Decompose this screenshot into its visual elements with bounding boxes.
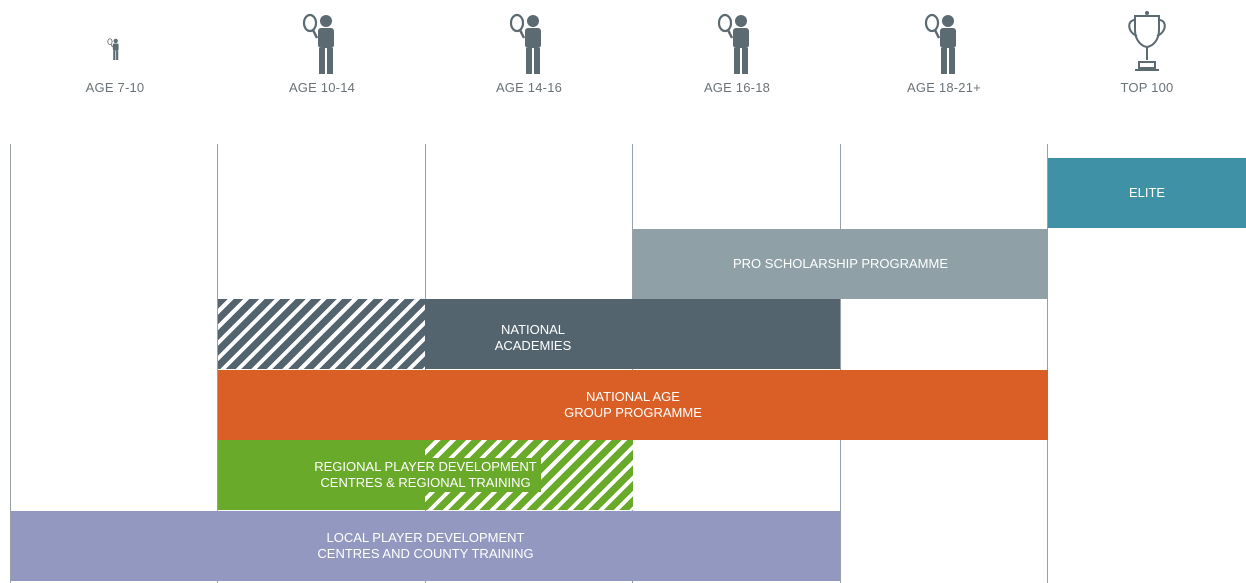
player-icon	[107, 38, 119, 60]
column-label: AGE 10-14	[288, 80, 356, 95]
elite-bar: ELITE	[1048, 158, 1246, 228]
player-icon	[302, 13, 334, 74]
column-age-18-21: AGE 18-21+	[840, 10, 1048, 95]
column-age-14-16: AGE 14-16	[425, 10, 633, 95]
national-academies-label: NATIONAL ACADEMIES	[494, 322, 572, 353]
grid-line	[840, 144, 841, 583]
regional-label: REGIONAL PLAYER DEVELOPMENT CENTRES & RE…	[310, 458, 541, 492]
column-age-10-14: AGE 10-14	[218, 10, 426, 95]
column-age-7-10: AGE 7-10	[11, 10, 219, 95]
grid-line	[217, 144, 218, 583]
pro-scholarship-bar: PRO SCHOLARSHIP PROGRAMME	[633, 229, 1048, 299]
regional-bar: REGIONAL PLAYER DEVELOPMENT CENTRES & RE…	[218, 440, 633, 510]
column-label: AGE 16-18	[703, 80, 771, 95]
player-icon	[924, 13, 956, 74]
national-academies-hatch	[218, 299, 425, 369]
player-icon	[509, 13, 541, 74]
grid-line	[10, 144, 11, 583]
column-label: TOP 100	[1120, 80, 1174, 95]
grid-line	[1047, 144, 1048, 583]
national-age-group-bar: NATIONAL AGE GROUP PROGRAMME	[218, 370, 1048, 440]
column-top-100: TOP 100	[1048, 10, 1246, 95]
trophy-icon	[1128, 11, 1166, 71]
local-label: LOCAL PLAYER DEVELOPMENT CENTRES AND COU…	[317, 530, 534, 561]
pro-scholarship-label: PRO SCHOLARSHIP PROGRAMME	[732, 256, 949, 271]
national-academies-solid	[425, 299, 840, 369]
national-academies-bar: NATIONAL ACADEMIES	[218, 299, 840, 369]
player-icon	[717, 13, 749, 74]
column-age-16-18: AGE 16-18	[633, 10, 841, 95]
column-label: AGE 7-10	[85, 80, 145, 95]
elite-label: ELITE	[1128, 185, 1166, 200]
column-label: AGE 14-16	[495, 80, 563, 95]
column-label: AGE 18-21+	[907, 80, 981, 95]
local-bar: LOCAL PLAYER DEVELOPMENT CENTRES AND COU…	[11, 511, 840, 581]
national-age-group-label: NATIONAL AGE GROUP PROGRAMME	[564, 389, 702, 420]
